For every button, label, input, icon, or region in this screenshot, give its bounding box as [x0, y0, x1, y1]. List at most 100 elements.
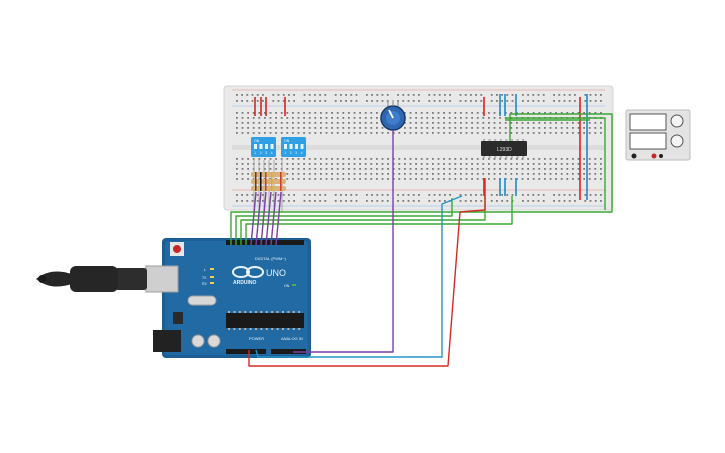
breadboard-hole	[437, 173, 440, 175]
breadboard-hole	[482, 163, 485, 165]
breadboard-hole	[432, 163, 434, 165]
breadboard-hole	[572, 132, 574, 134]
chip-pin	[260, 311, 263, 313]
breadboard-hole	[386, 94, 389, 96]
breadboard-hole	[340, 94, 342, 96]
breadboard-hole	[549, 168, 552, 170]
wire-purple	[270, 191, 277, 246]
dip-toggle[interactable]	[254, 144, 257, 149]
dip-toggle[interactable]	[265, 144, 268, 149]
terminal-black[interactable]	[631, 153, 637, 159]
breadboard-hole	[280, 112, 283, 114]
breadboard-hole	[308, 194, 311, 196]
breadboard-hole	[499, 127, 501, 129]
breadboard-hole	[460, 112, 462, 114]
wire-purple	[250, 191, 257, 246]
breadboard-hole	[303, 122, 305, 124]
breadboard-hole	[428, 94, 431, 96]
breadboard-hole	[402, 94, 405, 96]
breadboard-hole	[444, 200, 446, 202]
breadboard-hole	[336, 168, 339, 170]
breadboard-hole	[241, 100, 243, 102]
breadboard-hole	[320, 158, 322, 160]
breadboard-hole	[504, 122, 507, 124]
breadboard-hole	[583, 112, 585, 114]
breadboard-hole	[236, 127, 238, 129]
breadboard-hole	[350, 100, 353, 102]
breadboard-hole	[516, 127, 518, 129]
breadboard-hole	[432, 132, 434, 134]
breadboard-hole	[465, 158, 468, 160]
chip-pin	[244, 311, 247, 313]
terminal-red[interactable]	[651, 153, 657, 159]
breadboard-hole	[387, 173, 389, 175]
breadboard-hole	[560, 127, 563, 129]
breadboard-hole	[404, 168, 406, 170]
breadboard-hole	[258, 127, 261, 129]
dip-toggle[interactable]	[300, 144, 304, 149]
breadboard-hole	[336, 127, 339, 129]
breadboard-hole	[409, 117, 412, 119]
potentiometer-icon[interactable]	[380, 100, 406, 131]
breadboard-hole	[293, 200, 295, 202]
breadboard-hole	[297, 163, 300, 165]
breadboard-hole	[482, 117, 485, 119]
dip-toggle[interactable]	[284, 144, 287, 149]
breadboard-hole	[303, 127, 305, 129]
wire-purple	[260, 191, 267, 246]
dip-toggle[interactable]	[259, 144, 263, 149]
breadboard-hole	[340, 200, 342, 202]
capacitor	[207, 334, 221, 348]
breadboard-hole	[460, 117, 462, 119]
breadboard-hole	[246, 194, 249, 196]
current-knob[interactable]	[670, 134, 684, 148]
breadboard-hole	[282, 100, 285, 102]
dip-toggle[interactable]	[295, 144, 298, 149]
breadboard-hole	[549, 178, 552, 180]
terminal-black[interactable]	[659, 154, 663, 158]
breadboard-hole	[460, 168, 462, 170]
voltage-knob[interactable]	[670, 114, 684, 128]
breadboard-hole	[342, 163, 345, 165]
breadboard-hole	[465, 163, 468, 165]
arduino-board[interactable]: ARDUINO UNO DIGITAL (PWM~) L TX RX ON PO…	[145, 238, 311, 358]
breadboard-hole	[292, 158, 294, 160]
usb-cable-icon[interactable]	[36, 266, 147, 292]
breadboard-hole	[258, 132, 261, 134]
power-supply-icon[interactable]	[625, 109, 691, 161]
breadboard-hole	[572, 127, 574, 129]
chip-pin	[271, 311, 274, 313]
breadboard-hole	[359, 117, 361, 119]
breadboard-hole	[334, 94, 337, 96]
dip-switch-2[interactable]: ON 1 2 3 4	[281, 137, 306, 157]
breadboard-hole	[459, 200, 462, 202]
breadboard-hole	[499, 158, 501, 160]
breadboard-hole	[252, 132, 255, 134]
breadboard-hole	[538, 173, 541, 175]
breadboard-hole	[381, 173, 384, 175]
chip-pin	[238, 328, 241, 330]
breadboard-hole	[506, 194, 509, 196]
breadboard-hole	[566, 132, 569, 134]
breadboard-hole	[510, 132, 513, 134]
breadboard-hole	[376, 200, 379, 202]
breadboard-hole	[448, 173, 451, 175]
dip-number: 1	[254, 151, 256, 155]
breadboard-hole	[522, 200, 524, 202]
resistor-icon[interactable]	[251, 160, 286, 212]
breadboard-hole	[538, 168, 541, 170]
breadboard-hole	[314, 168, 317, 170]
dip-toggle[interactable]	[289, 144, 293, 149]
breadboard-hole	[420, 117, 423, 119]
dip-switch-1[interactable]: ON 1 2 3 4	[251, 137, 276, 157]
breadboard-hole	[336, 178, 339, 180]
breadboard-hole	[537, 194, 540, 196]
breadboard-hole	[303, 158, 305, 160]
breadboard-hole	[527, 132, 529, 134]
breadboard-hole	[314, 158, 317, 160]
dip-toggle[interactable]	[270, 144, 274, 149]
motor-driver-ic[interactable]: L293D	[481, 139, 527, 158]
breadboard-hole	[241, 122, 244, 124]
breadboard-hole	[544, 173, 546, 175]
breadboard-hole	[264, 122, 266, 124]
